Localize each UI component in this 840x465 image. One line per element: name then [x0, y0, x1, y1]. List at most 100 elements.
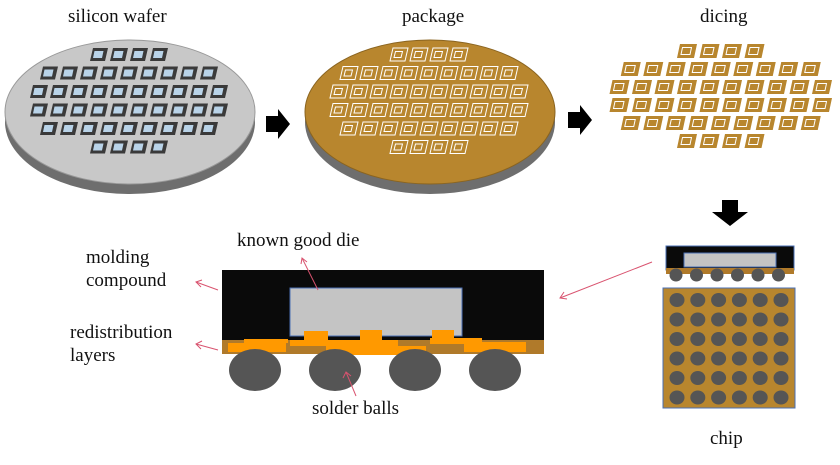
diced-die-array [609, 44, 832, 148]
package-die [379, 66, 399, 80]
chip-bottom-ball [669, 351, 685, 366]
chip-bottom-solder-grid [669, 293, 789, 405]
label-dicing: dicing [700, 6, 748, 27]
diced-die [665, 62, 686, 76]
package-die [489, 103, 509, 117]
diced-die [699, 98, 720, 112]
chip-bottom-ball [752, 390, 768, 405]
diced-die [620, 116, 641, 130]
chip-bottom-ball [711, 351, 727, 366]
chip-bottom-ball [773, 351, 789, 366]
chip-bottom-ball [752, 293, 768, 307]
chip-bottom-ball [690, 332, 706, 346]
diced-die [643, 62, 664, 76]
chip-bottom-ball [752, 332, 768, 346]
package-die [349, 84, 369, 99]
label-solder-balls: solder balls [312, 398, 400, 419]
package-die [419, 66, 439, 80]
package-die [339, 121, 359, 136]
package-die [449, 47, 469, 62]
diced-die [677, 44, 697, 58]
diced-die [677, 134, 697, 148]
chip-bottom-ball [711, 371, 727, 385]
package-die [409, 47, 429, 62]
diced-die [767, 80, 787, 94]
chip-bottom-ball [669, 293, 685, 307]
silicon-wafer [4, 39, 256, 194]
diced-die [722, 80, 742, 94]
diced-die [722, 134, 742, 148]
package-die-grid [329, 47, 529, 154]
package-die [409, 140, 429, 154]
label-redistribution: redistribution [70, 322, 173, 343]
diced-die [812, 98, 832, 112]
chip-side-ball [772, 268, 785, 282]
process-arrow-1 [266, 109, 290, 139]
chip-bottom-ball [773, 390, 789, 405]
package-die [449, 103, 469, 117]
chip-bottom-ball [773, 293, 789, 307]
diced-die [755, 62, 776, 76]
label-silicon-wafer: silicon wafer [68, 6, 167, 27]
package-die [489, 84, 509, 99]
label-compound: compound [86, 270, 167, 291]
diced-die [609, 80, 630, 94]
pointer-solder-balls [345, 371, 357, 397]
package-die [499, 66, 519, 80]
chip-bottom-ball [669, 332, 685, 346]
chip-bottom-ball [690, 351, 706, 366]
package-die [419, 121, 439, 136]
diced-die [755, 116, 776, 130]
chip-bottom-ball [731, 390, 747, 405]
package-cross-section [222, 270, 544, 391]
diced-die [632, 98, 652, 112]
label-molding: molding [86, 247, 150, 268]
pointer-molding [195, 281, 219, 291]
chip-bottom-view [662, 287, 796, 409]
diced-die [665, 116, 686, 130]
package-die [389, 47, 409, 62]
package-die [379, 121, 399, 136]
package-die [339, 66, 359, 80]
process-arrow-down [712, 200, 748, 226]
chip-side-ball [669, 268, 683, 282]
package-die [409, 84, 429, 99]
package-die [429, 47, 449, 62]
chip-bottom-ball [773, 312, 789, 327]
pointer-rdl [195, 343, 219, 351]
diced-die [778, 62, 799, 76]
package-die [429, 84, 449, 99]
package-die [329, 103, 349, 117]
chip-bottom-ball [752, 351, 768, 366]
package-die [439, 121, 459, 136]
label-chip: chip [710, 428, 743, 449]
chip-bottom-ball [669, 390, 685, 405]
diced-die [710, 116, 731, 130]
known-good-die-block [289, 287, 463, 337]
package-die [389, 103, 409, 117]
chip-bottom-ball [669, 312, 685, 327]
diced-die [710, 62, 731, 76]
package-die [449, 140, 469, 154]
chip-bottom-ball [752, 312, 768, 327]
diced-die [722, 44, 742, 58]
package-die [479, 121, 499, 136]
diced-die [789, 98, 810, 112]
diced-die [643, 116, 664, 130]
diced-die [654, 80, 675, 94]
package-die [399, 121, 419, 136]
diced-die [733, 116, 754, 130]
package-wafer [304, 39, 556, 194]
wafer-die-grid [30, 48, 228, 154]
diced-die [812, 80, 832, 94]
package-die [449, 84, 469, 99]
chip-bottom-ball [731, 351, 747, 366]
diced-die [699, 44, 720, 58]
package-die [479, 66, 499, 80]
chip-bottom-ball [711, 332, 727, 346]
diced-die [677, 80, 697, 94]
diced-die [632, 80, 652, 94]
package-die [459, 66, 479, 80]
process-arrow-2 [568, 105, 592, 135]
